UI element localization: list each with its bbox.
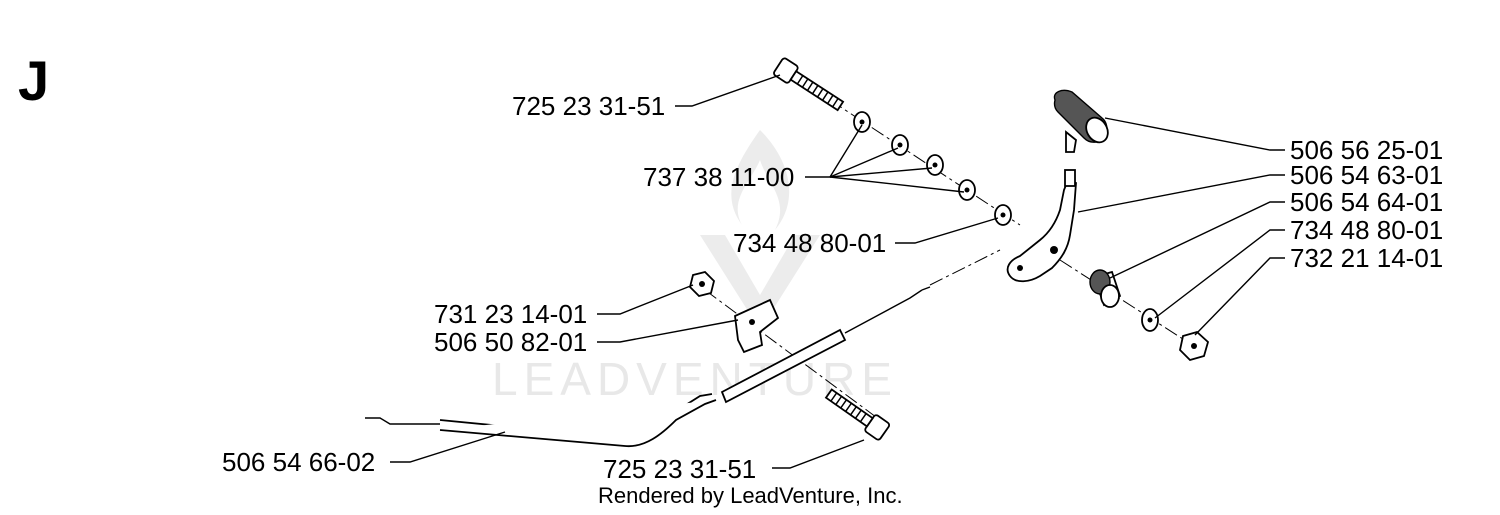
cable <box>365 286 931 447</box>
label-bushing: 506 54 64-01 <box>1290 187 1443 217</box>
label-bolt-bottom: 725 23 31-51 <box>603 454 756 484</box>
bracket <box>734 298 780 354</box>
bolt-bottom <box>824 388 891 441</box>
label-lever: 506 54 63-01 <box>1290 160 1443 190</box>
nut-left <box>689 271 715 297</box>
nut-right <box>1179 330 1210 362</box>
bushing <box>1089 269 1122 308</box>
label-cable: 506 54 66-02 <box>222 447 375 477</box>
section-letter: J <box>18 49 49 112</box>
credit-text: Rendered by LeadVenture, Inc. <box>598 483 903 508</box>
label-washer-right: 734 48 80-01 <box>1290 215 1443 245</box>
leader-lines <box>390 74 1285 469</box>
label-washers: 737 38 11-00 <box>643 162 794 192</box>
label-nut-left: 731 23 14-01 <box>434 299 587 329</box>
label-nut-right: 732 21 14-01 <box>1290 243 1443 273</box>
watermark-v-icon <box>700 235 820 330</box>
washer-group <box>853 111 1012 226</box>
lever <box>1006 169 1077 283</box>
label-bolt-top: 725 23 31-51 <box>512 91 665 121</box>
label-grip: 506 56 25-01 <box>1290 135 1443 165</box>
watermark-flame-icon <box>731 130 790 230</box>
label-bracket: 506 50 82-01 <box>434 327 587 357</box>
label-washer-mid: 734 48 80-01 <box>733 228 886 258</box>
part-labels: 725 23 31-51 737 38 11-00 734 48 80-01 7… <box>222 91 1443 484</box>
washer-right <box>1141 308 1159 332</box>
bolt-top <box>773 57 845 112</box>
grip <box>1053 89 1109 153</box>
